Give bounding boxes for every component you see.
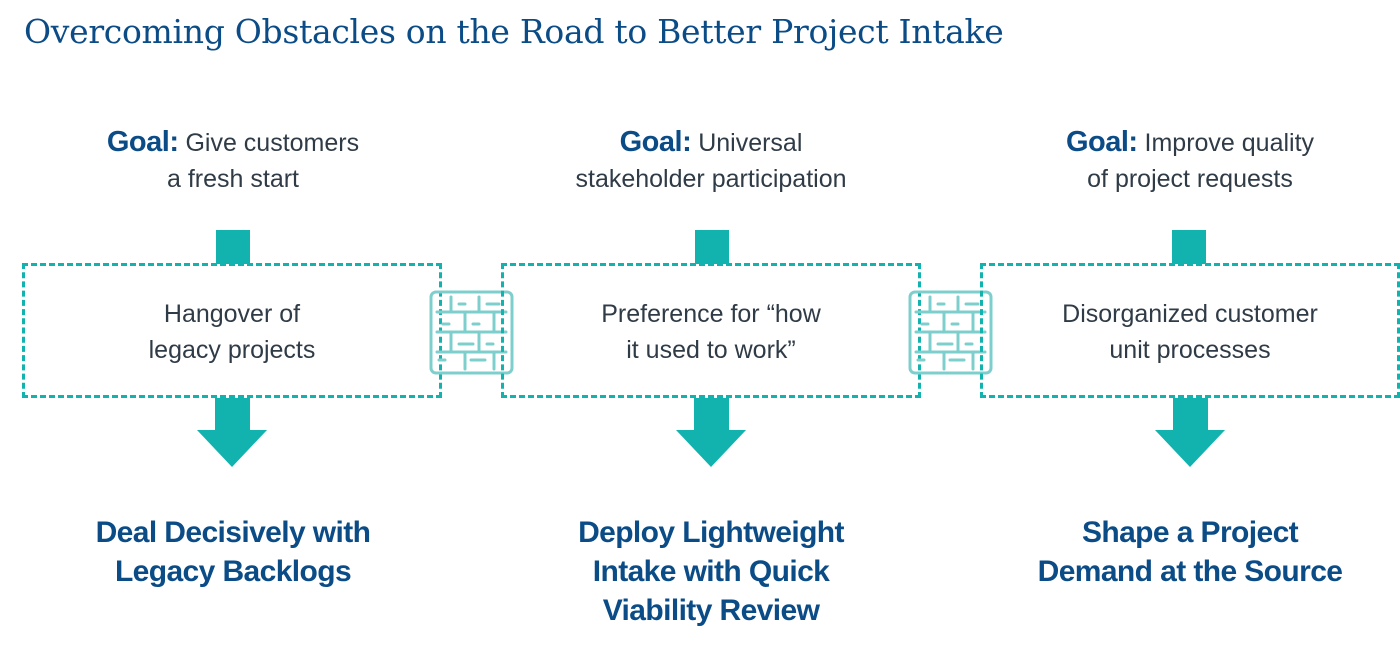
goal-text-line1: Universal <box>698 129 803 157</box>
obstacle-text: Preference for “how it used to work” <box>504 296 918 368</box>
outcome-2: Deploy Lightweight Intake with Quick Via… <box>491 513 931 630</box>
goal-label: Goal: <box>106 126 179 158</box>
outcome-line2: Demand at the Source <box>1037 555 1343 588</box>
outcome-line1: Deal Decisively with <box>95 516 371 549</box>
down-arrow-icon <box>197 398 267 467</box>
goal-connector-square <box>1172 230 1206 264</box>
obstacle-line1: Disorganized customer <box>1062 300 1318 328</box>
goal-text-line1: Give customers <box>185 129 360 157</box>
brick-wall-icon <box>429 290 514 375</box>
outcome-line1: Shape a Project <box>1081 516 1299 549</box>
outcome-line3: Viability Review <box>602 594 820 627</box>
outcome-1: Deal Decisively with Legacy Backlogs <box>13 513 453 591</box>
obstacle-line2: legacy projects <box>148 336 316 364</box>
goal-connector-square <box>695 230 729 264</box>
down-arrow-icon <box>1155 398 1225 467</box>
goal-label: Goal: <box>1065 126 1138 158</box>
goal-text-line2: a fresh start <box>167 165 299 193</box>
goal-text-line2: stakeholder participation <box>575 165 847 193</box>
brick-wall-icon <box>908 290 993 375</box>
goal-2: Goal: Universal stakeholder participatio… <box>491 124 931 197</box>
goal-text-line2: of project requests <box>1087 165 1293 193</box>
obstacle-box-2: Preference for “how it used to work” <box>501 263 921 398</box>
obstacle-text: Disorganized customer unit processes <box>983 296 1397 368</box>
outcome-line2: Intake with Quick <box>592 555 830 588</box>
goal-1: Goal: Give customers a fresh start <box>13 124 453 197</box>
obstacle-box-1: Hangover of legacy projects <box>22 263 442 398</box>
obstacle-line2: it used to work” <box>626 336 796 364</box>
outcome-3: Shape a Project Demand at the Source <box>970 513 1400 591</box>
goal-text-line1: Improve quality <box>1144 129 1315 157</box>
outcome-line2: Legacy Backlogs <box>114 555 352 588</box>
goal-3: Goal: Improve quality of project request… <box>970 124 1400 197</box>
goal-label: Goal: <box>619 126 692 158</box>
obstacle-box-3: Disorganized customer unit processes <box>980 263 1400 398</box>
obstacle-text: Hangover of legacy projects <box>25 296 439 368</box>
page-title: Overcoming Obstacles on the Road to Bett… <box>24 12 1004 51</box>
obstacle-line2: unit processes <box>1109 336 1271 364</box>
outcome-line1: Deploy Lightweight <box>578 516 844 549</box>
goal-connector-square <box>216 230 250 264</box>
obstacle-line1: Hangover of <box>163 300 301 328</box>
down-arrow-icon <box>676 398 746 467</box>
obstacle-line1: Preference for “how <box>601 300 821 328</box>
